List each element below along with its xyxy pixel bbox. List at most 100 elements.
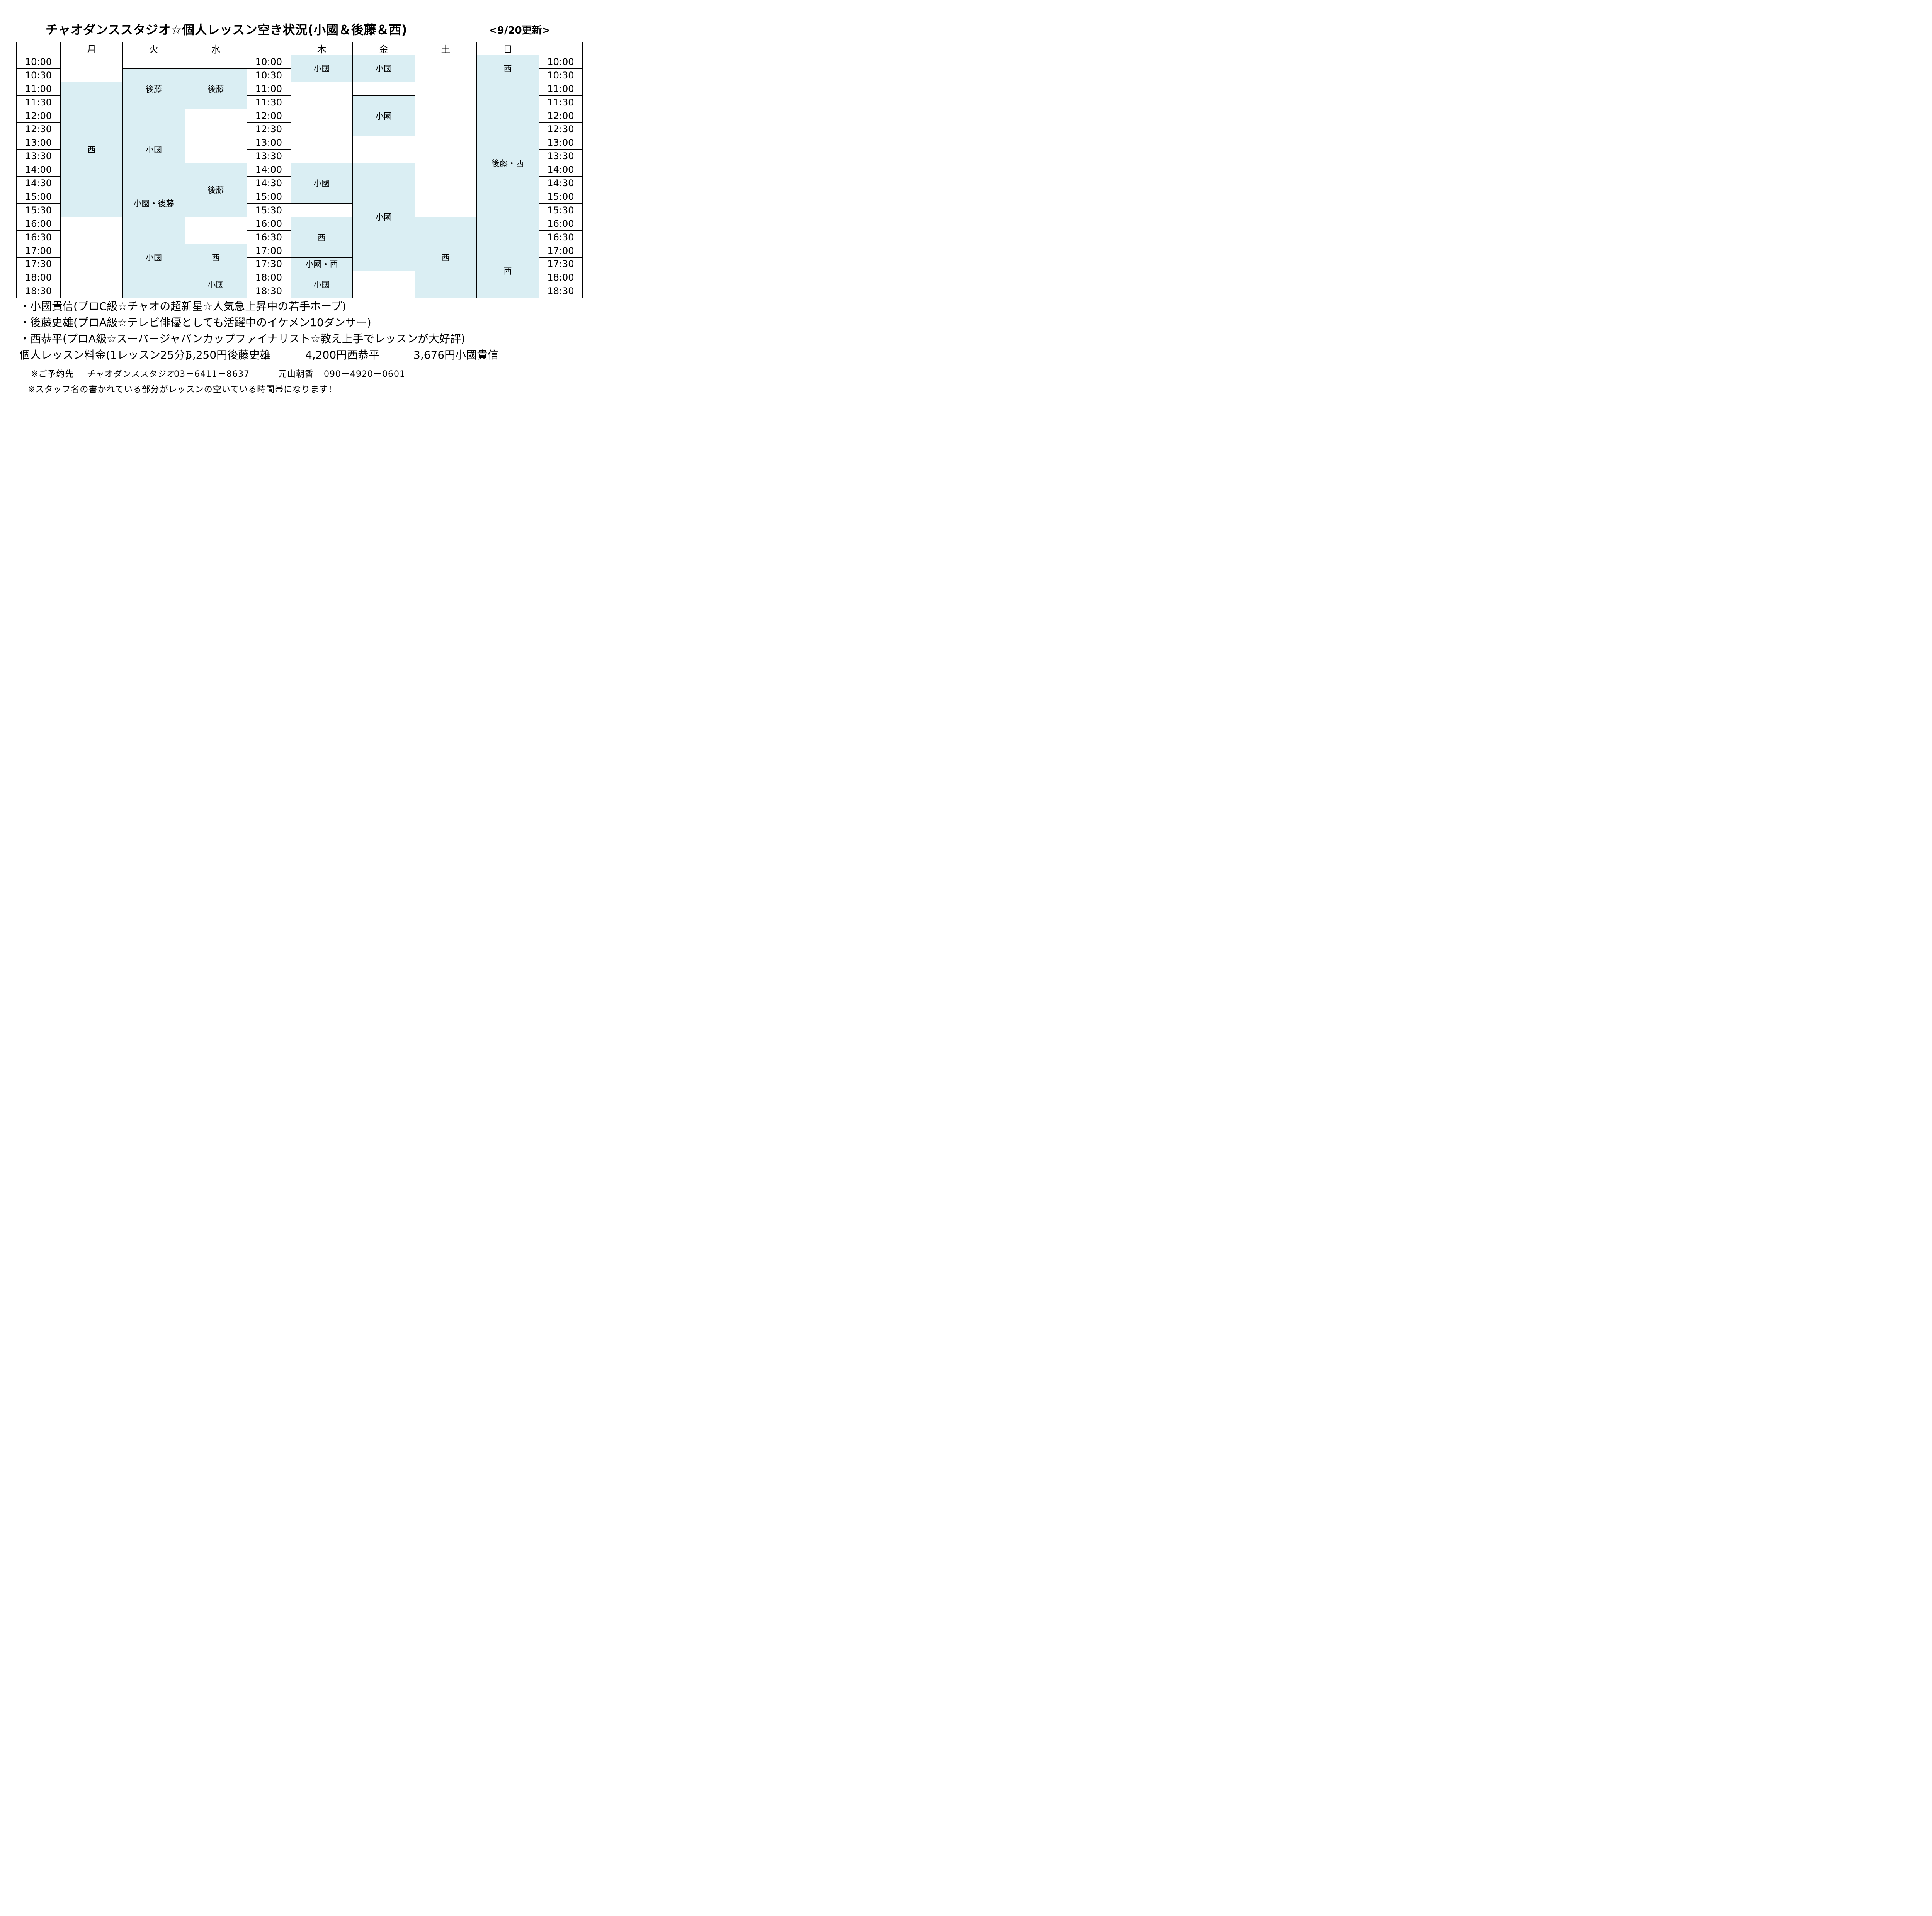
available-slot: 小國 (122, 109, 185, 190)
time-slot-label: 17:30 (16, 257, 61, 271)
page-title: チャオダンススタジオ☆個人レッスン空き状況(小國＆後藤＆西) (46, 22, 407, 37)
time-slot-label: 15:00 (16, 190, 61, 204)
time-slot-label: 10:00 (539, 55, 583, 69)
day-header: 土 (415, 42, 477, 55)
contact-person-phone: 090－4920－0601 (324, 369, 405, 379)
empty-slot (185, 109, 247, 163)
empty-slot (185, 216, 247, 244)
time-slot-label: 18:30 (247, 284, 291, 298)
contact-label: ※ご予約先 (31, 369, 74, 379)
contact-studio-phone: 03－6411－8637 (174, 369, 250, 379)
empty-slot (60, 55, 123, 82)
time-slot-label: 16:30 (16, 230, 61, 244)
time-slot-label: 16:00 (247, 216, 291, 231)
available-slot: 後藤 (185, 163, 247, 217)
available-slot: 西 (291, 216, 353, 258)
time-slot-label: 13:00 (16, 136, 61, 150)
time-slot-label: 15:00 (247, 190, 291, 204)
available-slot: 小國 (291, 55, 353, 82)
time-slot-label: 18:30 (539, 284, 583, 298)
time-slot-label: 12:00 (539, 109, 583, 123)
time-slot-label: 16:30 (247, 230, 291, 244)
time-slot-label: 13:30 (539, 149, 583, 163)
available-slot: 小國 (352, 95, 415, 136)
time-slot-label: 11:00 (539, 82, 583, 96)
time-slot-label: 10:00 (16, 55, 61, 69)
time-slot-label: 15:30 (247, 203, 291, 217)
day-header: 火 (122, 42, 185, 55)
available-slot: 西 (60, 82, 123, 217)
update-date: <9/20更新> (489, 25, 551, 36)
time-slot-label: 10:30 (247, 68, 291, 82)
time-slot-label: 12:00 (247, 109, 291, 123)
available-slot: 小國・西 (291, 257, 353, 271)
day-header: 月 (60, 42, 123, 55)
day-header (247, 42, 291, 55)
time-slot-label: 16:00 (16, 216, 61, 231)
time-slot-label: 14:00 (247, 163, 291, 177)
available-slot: 西 (185, 243, 247, 271)
available-slot: 西 (415, 216, 477, 298)
available-slot: 小國 (352, 163, 415, 271)
available-slot: 小國 (122, 216, 185, 298)
time-slot-label: 14:30 (539, 176, 583, 190)
time-slot-label: 18:30 (16, 284, 61, 298)
empty-slot (185, 55, 247, 69)
time-slot-label: 13:00 (539, 136, 583, 150)
time-slot-label: 14:00 (16, 163, 61, 177)
fee-item-goto: 5,250円後藤史雄 (185, 349, 271, 361)
time-slot-label: 13:30 (16, 149, 61, 163)
day-header (16, 42, 61, 55)
empty-slot (291, 82, 353, 163)
available-slot: 後藤 (122, 68, 185, 109)
contact-info: ※ご予約先 チャオダンススタジオ03－6411－8637 元山朝香 090－4920－… (31, 367, 405, 379)
time-slot-label: 17:30 (539, 257, 583, 271)
available-slot: 小國 (352, 55, 415, 82)
instructor-note-goto: ・後藤史雄(プロA級☆テレビ俳優としても活躍中のイケメン10ダンサー) (19, 316, 371, 329)
available-slot: 小國 (185, 271, 247, 298)
instructor-notes: ・小國貴信(プロC級☆チャオの超新星☆人気急上昇中の若手ホープ) ・後藤史雄(プ… (19, 298, 465, 347)
time-slot-label: 15:30 (539, 203, 583, 217)
time-slot-label: 13:00 (247, 136, 291, 150)
empty-slot (352, 271, 415, 298)
empty-slot (415, 55, 477, 217)
available-slot: 小國・後藤 (122, 190, 185, 217)
time-slot-label: 11:00 (247, 82, 291, 96)
contact-studio: チャオダンススタジオ (87, 369, 176, 379)
contact-person: 元山朝香 (278, 369, 314, 379)
time-slot-label: 17:00 (539, 243, 583, 258)
time-slot-label: 18:00 (539, 271, 583, 285)
time-slot-label: 12:00 (16, 109, 61, 123)
empty-slot (60, 216, 123, 298)
available-slot: 小國 (291, 163, 353, 204)
time-slot-label: 10:00 (247, 55, 291, 69)
time-slot-label: 13:30 (247, 149, 291, 163)
time-slot-label: 16:30 (539, 230, 583, 244)
empty-slot (291, 203, 353, 217)
fee-item-nishi: 4,200円西恭平 (305, 349, 380, 361)
time-slot-label: 10:30 (539, 68, 583, 82)
time-slot-label: 18:00 (247, 271, 291, 285)
time-slot-label: 14:30 (247, 176, 291, 190)
available-slot: 西 (476, 55, 539, 82)
time-slot-label: 11:00 (16, 82, 61, 96)
day-header: 木 (291, 42, 353, 55)
time-slot-label: 11:30 (247, 95, 291, 109)
time-slot-label: 17:00 (16, 243, 61, 258)
day-header (539, 42, 583, 55)
time-slot-label: 15:00 (539, 190, 583, 204)
available-slot: 西 (476, 243, 539, 298)
available-slot: 後藤・西 (476, 82, 539, 244)
day-header: 金 (352, 42, 415, 55)
empty-slot (352, 136, 415, 163)
time-slot-label: 10:30 (16, 68, 61, 82)
available-slot: 後藤 (185, 68, 247, 109)
time-slot-label: 17:30 (247, 257, 291, 271)
time-slot-label: 12:30 (16, 122, 61, 136)
time-slot-label: 11:30 (539, 95, 583, 109)
time-slot-label: 17:00 (247, 243, 291, 258)
empty-slot (352, 82, 415, 96)
fee-item-ogukuni: 3,676円小國貴信 (413, 349, 499, 361)
time-slot-label: 14:30 (16, 176, 61, 190)
